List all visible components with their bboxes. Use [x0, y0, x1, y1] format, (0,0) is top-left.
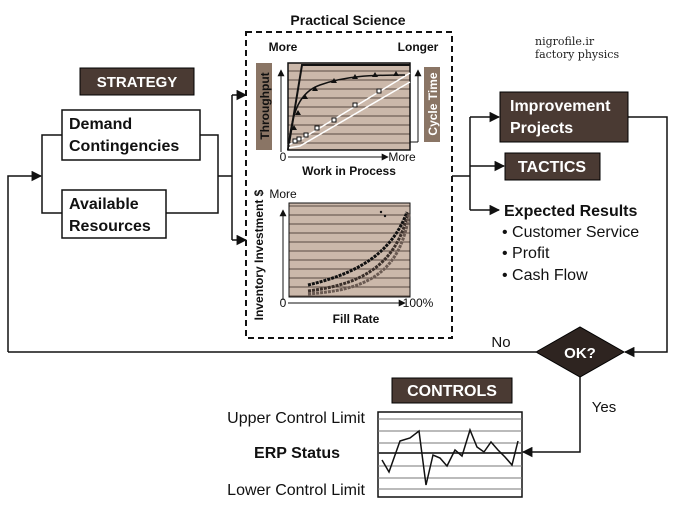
tactics-box	[504, 152, 601, 181]
available-label: Available	[69, 196, 139, 213]
demand-label: Demand	[69, 116, 132, 133]
improvement-projects-box	[499, 91, 629, 143]
throughput-label: Throughput	[258, 72, 272, 139]
expected-results-title: Expected Results	[504, 203, 637, 220]
control-chart-gridlines	[378, 418, 522, 490]
tactics-label: TACTICS	[518, 159, 586, 176]
strategy-box	[79, 67, 195, 96]
throughput-more: More	[269, 40, 298, 54]
contingencies-label: Contingencies	[69, 138, 179, 155]
inventory-curve-upper	[307, 211, 409, 287]
fill-rate-100: 100%	[403, 296, 434, 310]
controls-box	[391, 377, 513, 404]
inventory-more: More	[269, 187, 297, 201]
outlier-point	[379, 210, 383, 214]
upper-control-limit-label: Upper Control Limit	[227, 410, 365, 427]
erp-status-series	[381, 427, 519, 486]
projects-label: Projects	[510, 120, 573, 137]
expected-customer-service: • Customer Service	[502, 224, 639, 241]
wip-label: Work in Process	[302, 164, 396, 178]
cycle-time-longer: Longer	[398, 40, 439, 54]
controls-label: CONTROLS	[407, 383, 497, 400]
outlier-point	[383, 214, 387, 218]
fill-rate-zero: 0	[280, 296, 287, 310]
wip-zero: 0	[280, 150, 287, 164]
practical-science-frame	[245, 31, 453, 339]
inventory-curve-lower	[307, 213, 411, 296]
improvement-label: Improvement	[510, 98, 611, 115]
throughput-label-box	[256, 63, 272, 150]
inventory-curve-middle	[307, 212, 410, 293]
watermark-subtitle: factory physics	[535, 48, 619, 61]
erp-status-label: ERP Status	[254, 445, 340, 462]
strategy-label: STRATEGY	[97, 74, 178, 91]
lower-control-limit-label: Lower Control Limit	[227, 482, 365, 499]
cycle-time-label: Cycle Time	[426, 72, 440, 135]
cycle-time-label-box	[424, 67, 440, 142]
resources-label: Resources	[69, 218, 151, 235]
connectors	[7, 89, 668, 458]
expected-profit: • Profit	[502, 245, 550, 262]
demand-contingencies-box	[61, 109, 201, 161]
inventory-investment-label: Inventory Investment $	[252, 189, 266, 320]
throughput-markers	[291, 71, 399, 130]
watermark-site: nigrofile.ir	[535, 35, 595, 48]
available-resources-box	[61, 189, 167, 239]
expected-cash-flow: • Cash Flow	[502, 267, 588, 284]
ok-decision-diamond	[534, 326, 626, 378]
practical-science-title: Practical Science	[290, 12, 405, 28]
cycle-time-markers	[292, 88, 382, 144]
ok-label: OK?	[564, 345, 596, 362]
fill-rate-label: Fill Rate	[333, 312, 380, 326]
yes-label: Yes	[592, 399, 616, 416]
no-label: No	[491, 334, 510, 351]
control-chart	[377, 411, 523, 498]
wip-more: More	[388, 150, 416, 164]
